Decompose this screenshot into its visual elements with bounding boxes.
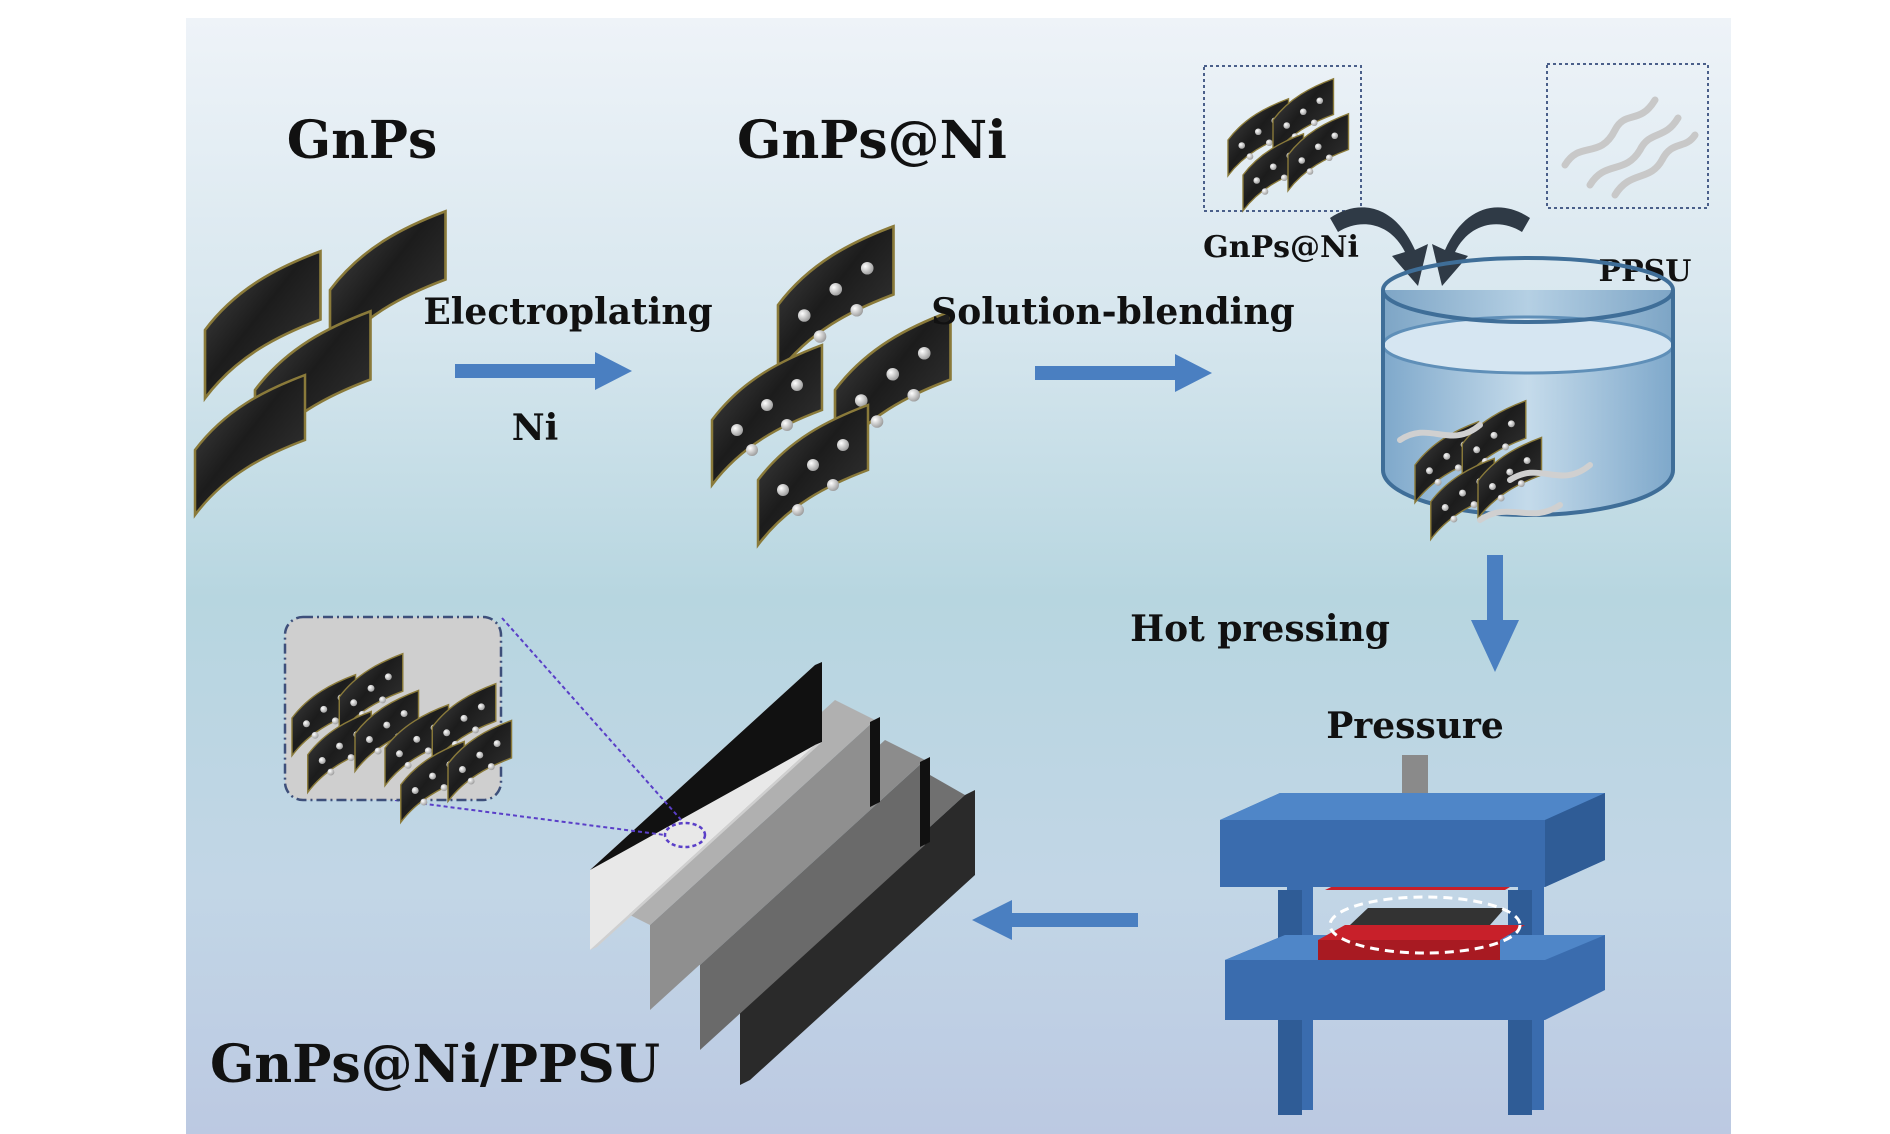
label-pressure: Pressure	[1326, 705, 1504, 747]
curved-arrows-into-beaker	[1330, 207, 1530, 286]
arrow-solution-blending	[1035, 354, 1212, 392]
label-ni: Ni	[512, 407, 559, 449]
arrow-to-product	[972, 900, 1138, 940]
label-electroplating: Electroplating	[423, 291, 712, 333]
product-sheets	[590, 662, 975, 1085]
label-hot-pressing: Hot pressing	[1130, 608, 1390, 650]
arrow-hot-pressing	[1471, 555, 1519, 672]
hot-press-machine	[1220, 793, 1605, 1115]
label-product: GnPs@Ni/PPSU	[210, 1034, 660, 1095]
inset-gnps-ni	[1203, 65, 1362, 212]
zoom-inset	[283, 615, 512, 822]
zoom-lines	[394, 617, 684, 836]
label-solution-blending: Solution-blending	[931, 291, 1294, 333]
arrow-electroplating	[455, 352, 632, 390]
beaker	[1381, 256, 1675, 539]
label-inset-gnps-ni: GnPs@Ni	[1203, 230, 1359, 265]
zoom-target-ellipse	[663, 821, 707, 849]
label-gnps: GnPs	[287, 110, 438, 171]
label-gnps-ni: GnPs@Ni	[737, 110, 1007, 171]
inset-ppsu	[1546, 63, 1709, 209]
